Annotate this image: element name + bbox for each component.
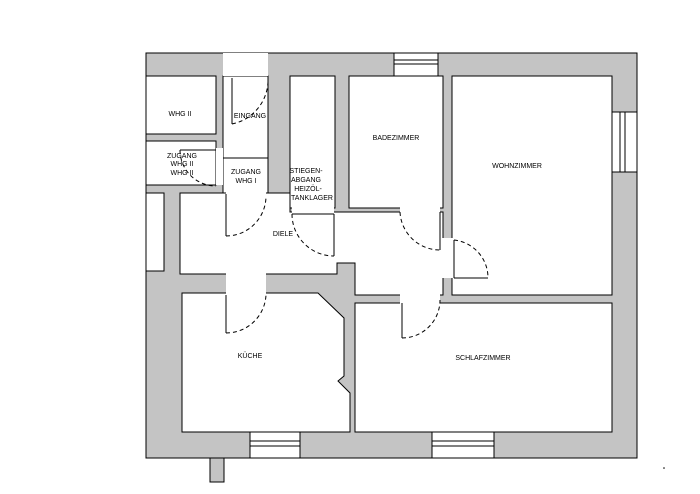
door-badezimmer (399, 211, 441, 251)
corner-dot (663, 467, 665, 469)
door-gap-schlaf (400, 293, 440, 305)
label-schlafzimmer: SCHLAFZIMMER (455, 355, 510, 362)
room-whg2 (145, 75, 217, 135)
label-eingang: EINGANG (234, 113, 266, 120)
door-diele-whg1 (225, 194, 267, 237)
label-zugang-whg2-1: ZUGANG (167, 153, 197, 160)
window-bottom-right (431, 431, 495, 459)
room-wohnzimmer (451, 75, 613, 296)
door-gap-bad (400, 206, 440, 214)
wall-stub (209, 457, 225, 483)
door-kueche (225, 294, 267, 334)
label-stiegen-3: HEIZÖL- (294, 185, 322, 193)
room-zugang-whg2 (145, 140, 217, 186)
door-gap-zugang (216, 148, 223, 185)
door-gap-stiegen (292, 206, 334, 214)
label-zugang-whg2-2: WHG II (171, 161, 194, 168)
room-badezimmer (348, 75, 444, 209)
window-top (393, 52, 439, 77)
label-stiegen-2: ABGANG (291, 177, 321, 184)
label-zugang-whg1-2: WHG I (236, 178, 257, 185)
room-diele (179, 192, 444, 296)
door-schlafzimmer (401, 299, 441, 339)
window-right (611, 111, 638, 173)
label-diele: DIELE (273, 231, 294, 238)
label-stiegen-4: TANKLAGER (291, 195, 333, 202)
label-wohnzimmer: WOHNZIMMER (492, 163, 542, 170)
label-kueche: KÜCHE (238, 352, 263, 360)
door-wohnzimmer (453, 239, 489, 279)
label-zugang-whg1-1: ZUGANG (231, 169, 261, 176)
door-stiegenabgang (291, 213, 335, 257)
door-gap-eingang (223, 53, 268, 76)
label-zugang-whg2-3: WHG II (171, 170, 194, 177)
room-kueche (181, 292, 351, 433)
door-zugang-whg2 (179, 149, 217, 187)
label-badezimmer: BADEZIMMER (373, 135, 420, 142)
door-gap-diele-top (226, 186, 266, 194)
door-gap-kueche (226, 272, 266, 295)
label-stiegen-1: STIEGEN- (289, 168, 323, 175)
label-whg2: WHG II (169, 111, 192, 118)
room-schlafzimmer (354, 302, 613, 433)
window-bottom-left (249, 431, 301, 459)
door-eingang (231, 78, 269, 125)
wall-gap-left (145, 192, 165, 272)
door-gap-wohn (442, 238, 454, 278)
